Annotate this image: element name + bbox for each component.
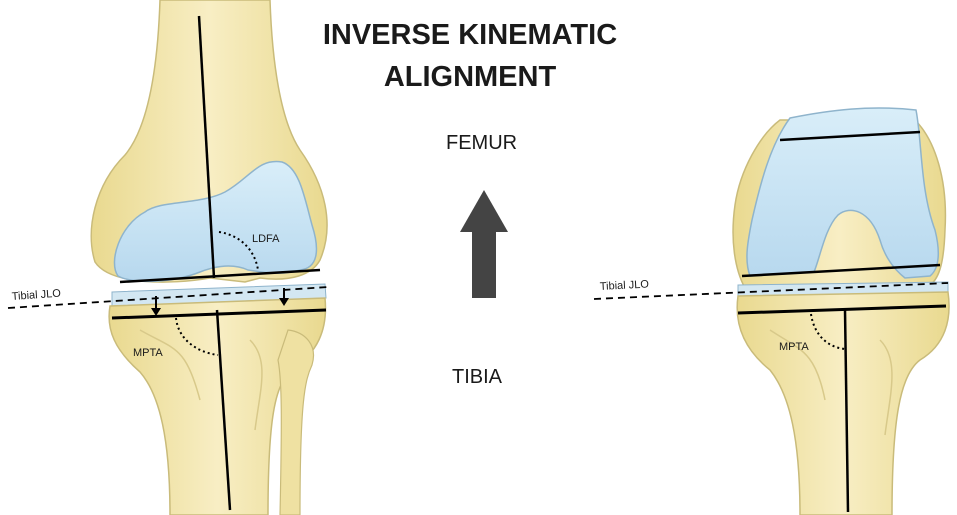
left-tibial-jlo-label: Tibial JLO bbox=[11, 288, 61, 303]
femur-label: FEMUR bbox=[446, 132, 517, 155]
left-knee: Tibial JLO LDFA MPTA bbox=[8, 0, 328, 515]
right-knee: Tibial JLO MPTA bbox=[594, 108, 949, 515]
left-mpta-label: MPTA bbox=[133, 347, 163, 359]
tibia-label: TIBIA bbox=[452, 366, 502, 389]
right-tibia-bone bbox=[737, 292, 949, 515]
left-fibula-bone bbox=[278, 330, 313, 515]
title-line-2: ALIGNMENT bbox=[300, 60, 640, 94]
left-ldfa-label: LDFA bbox=[252, 233, 280, 245]
right-mpta-label: MPTA bbox=[779, 341, 809, 353]
right-tibial-jlo-label: Tibial JLO bbox=[600, 278, 650, 293]
up-arrow-icon bbox=[460, 190, 508, 298]
title-line-1: INVERSE KINEMATIC bbox=[300, 18, 640, 52]
